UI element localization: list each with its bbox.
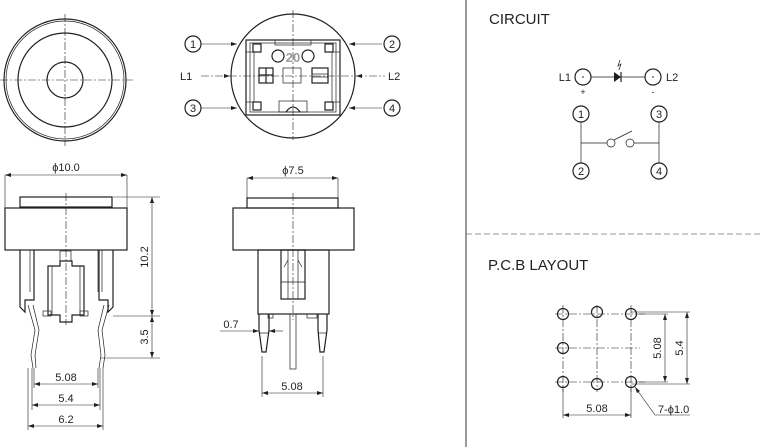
callout-2-label: 2 [389, 39, 395, 51]
front-dim-body-width: 6.2 [58, 414, 73, 426]
button-bottom-view [184, 10, 401, 140]
front-dim-pin-span: 5.4 [58, 393, 73, 405]
pcb-hole [556, 341, 570, 355]
marking-label: 20 [286, 50, 300, 65]
button-front-view [4, 173, 160, 430]
callout-1-label: 1 [190, 39, 196, 51]
front-dim-diameter: ϕ10.0 [52, 162, 80, 174]
lead-l1-label: L1 [180, 71, 192, 83]
switch-contact-icon [625, 138, 635, 148]
pcb-hole [556, 375, 570, 389]
switch-contact-icon [606, 138, 616, 148]
switch-lever-icon [613, 130, 633, 141]
circuit-schematic [572, 59, 668, 180]
pcb-hole [590, 305, 604, 319]
circuit-title: CIRCUIT [489, 11, 550, 28]
circuit-plus-label: + [580, 87, 585, 97]
front-dim-pin-length: 3.5 [139, 329, 151, 344]
lead-l2-label: L2 [388, 71, 400, 83]
side-dim-diameter: ϕ7.5 [282, 165, 303, 177]
pcb-hole [590, 377, 604, 391]
callout-1-circle [184, 35, 202, 53]
pcb-dim-vertical-span: 5.4 [674, 340, 686, 355]
circuit-pin-3: 3 [656, 109, 662, 121]
side-dim-pin-width: 0.7 [223, 319, 238, 331]
circuit-pin-2: 2 [578, 166, 584, 178]
callout-4-label: 4 [389, 103, 395, 115]
circuit-minus-label: - [652, 87, 655, 97]
button-top-view [0, 14, 133, 146]
callout-3-label: 3 [190, 103, 196, 115]
callout-4-circle [383, 99, 401, 117]
pcb-hole-pattern [555, 305, 690, 418]
callout-2-circle [383, 35, 401, 53]
pcb-title: P.C.B LAYOUT [488, 257, 588, 274]
pcb-hole [556, 307, 570, 321]
side-dim-pitch: 5.08 [281, 381, 302, 393]
callout-3-circle [184, 99, 202, 117]
pcb-dim-horizontal-pitch: 5.08 [586, 403, 607, 415]
button-side-view [220, 176, 355, 397]
circuit-pin-4: 4 [656, 166, 662, 178]
circuit-pin-1: 1 [578, 109, 584, 121]
circuit-l1-label: L1 [559, 72, 571, 84]
pcb-dim-vertical-pitch: 5.08 [652, 337, 664, 358]
pcb-hole-note: 7-ϕ1.0 [658, 404, 689, 416]
led-diode-icon [614, 72, 621, 82]
front-dim-height: 10.2 [139, 246, 151, 267]
circuit-l2-label: L2 [666, 72, 678, 84]
front-dim-pitch: 5.08 [55, 372, 76, 384]
